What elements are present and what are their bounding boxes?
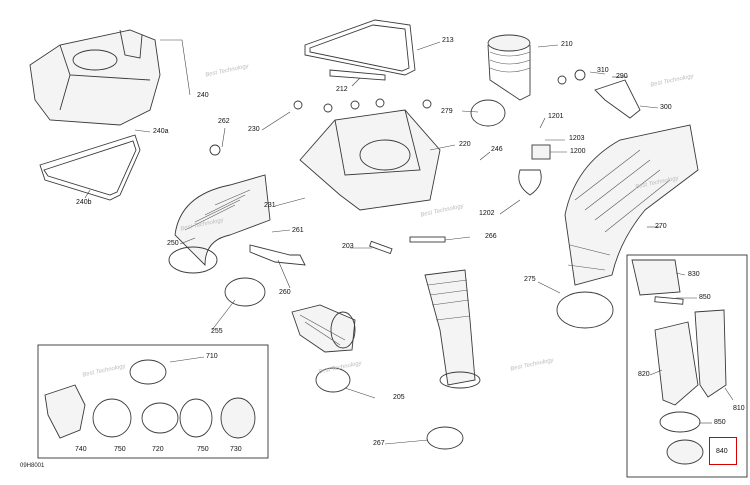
inset-left-parts — [44, 359, 256, 439]
bracket-300 — [594, 79, 641, 119]
callout-246: 246 — [491, 146, 503, 153]
gasket-213 — [304, 19, 416, 76]
callout-720: 720 — [152, 446, 164, 453]
callout-261: 261 — [292, 227, 304, 234]
callout-1202: 1202 — [479, 210, 495, 217]
callout-240b: 240b — [76, 199, 92, 206]
callout-267: 267 — [373, 440, 385, 447]
clamp-275 — [556, 291, 614, 329]
callout-255: 255 — [211, 328, 223, 335]
callout-213: 213 — [442, 37, 454, 44]
callout-275: 275 — [524, 276, 536, 283]
callout-830: 830 — [688, 271, 700, 278]
inset-frame-right — [626, 254, 748, 478]
rod-266 — [409, 236, 446, 243]
callout-1200: 1200 — [570, 148, 586, 155]
clamp-205 — [315, 367, 351, 393]
callout-leaders — [84, 39, 734, 445]
callout-240: 240 — [197, 92, 209, 99]
callout-270: 270 — [655, 223, 667, 230]
seal-212 — [329, 69, 386, 81]
callout-220: 220 — [459, 141, 471, 148]
intake-duct-270 — [564, 124, 699, 286]
clamp-279 — [470, 99, 506, 127]
callout-750-right: 750 — [197, 446, 209, 453]
callout-850-top: 850 — [699, 294, 711, 301]
throttle-body-boot — [291, 304, 356, 353]
callout-210: 210 — [561, 41, 573, 48]
callout-750-left: 750 — [114, 446, 126, 453]
callout-260: 260 — [279, 289, 291, 296]
callout-1203: 1203 — [569, 135, 585, 142]
rod-203 — [369, 240, 393, 255]
gasket-240b — [39, 134, 141, 201]
clamp-267 — [426, 426, 464, 450]
callout-710: 710 — [206, 353, 218, 360]
callout-203: 203 — [342, 243, 354, 250]
figure-code: 09H8001 — [20, 463, 45, 469]
callout-310: 310 — [597, 67, 609, 74]
callout-730: 730 — [230, 446, 242, 453]
callout-1201: 1201 — [548, 113, 564, 120]
callout-231: 231 — [264, 202, 276, 209]
callout-279: 279 — [441, 108, 453, 115]
callout-740: 740 — [75, 446, 87, 453]
callout-300: 300 — [660, 104, 672, 111]
clamp-255 — [224, 277, 266, 307]
bracket-260 — [249, 244, 306, 266]
intake-boot-210 — [487, 34, 531, 101]
callout-850-bottom: 850 — [714, 419, 726, 426]
callout-262: 262 — [218, 118, 230, 125]
callout-810: 810 — [733, 405, 745, 412]
callout-250: 250 — [167, 240, 179, 247]
inset-right-parts — [631, 259, 727, 465]
highlighted-callout-box — [709, 437, 737, 465]
callout-266: 266 — [485, 233, 497, 240]
elbow-duct-250 — [168, 174, 271, 274]
callout-230: 230 — [248, 126, 260, 133]
air-box-240 — [29, 29, 161, 126]
callout-205: 205 — [393, 394, 405, 401]
callout-820: 820 — [638, 371, 650, 378]
callout-290: 290 — [616, 73, 628, 80]
callout-840: 840 — [716, 448, 728, 455]
callout-212: 212 — [336, 86, 348, 93]
inset-frame-left — [37, 344, 269, 459]
callout-240a: 240a — [153, 128, 169, 135]
sensor-1200 — [531, 144, 551, 160]
center-duct — [424, 269, 481, 389]
base-tray-220 — [299, 109, 441, 211]
